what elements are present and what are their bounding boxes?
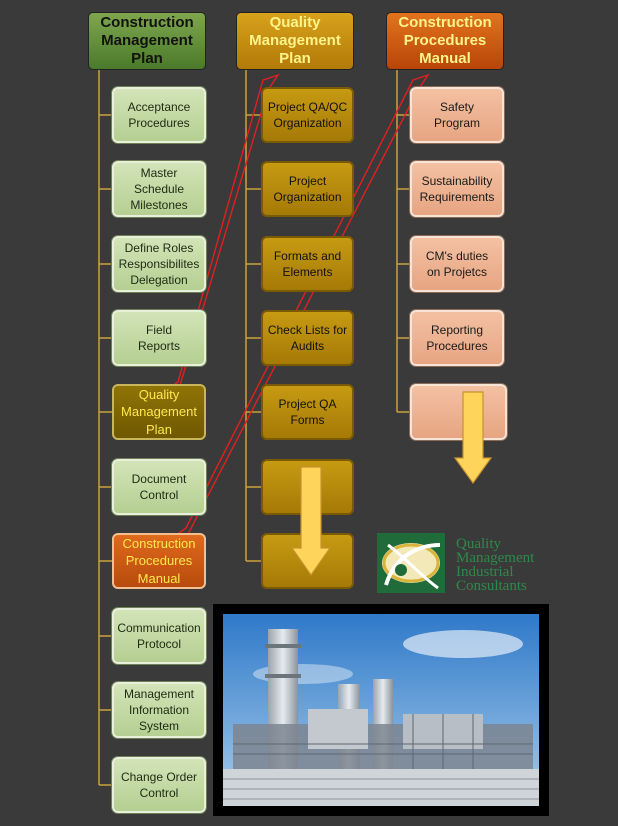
item-define-roles: Define Roles Responsibilites Delegation [112, 236, 206, 292]
item-master-schedule-milestones: Master Schedule Milestones [112, 161, 206, 217]
header-quality-management-plan: Quality Management Plan [236, 12, 354, 70]
item-field-reports: Field Reports [112, 310, 206, 366]
industrial-plant-photo [213, 604, 549, 816]
header-construction-procedures-manual: Construction Procedures Manual [386, 12, 504, 70]
item-empty-3 [410, 384, 507, 440]
item-quality-management-plan: Quality Management Plan [112, 384, 206, 440]
item-change-order-control: Change Order Control [112, 757, 206, 813]
item-management-information-system: Management Information System [112, 682, 206, 738]
item-construction-procedures-manual: Construction Procedures Manual [112, 533, 206, 589]
item-safety-program: Safety Program [410, 87, 504, 143]
item-project-organization: Project Organization [261, 161, 354, 217]
item-sustainability-requirements: Sustainability Requirements [410, 161, 504, 217]
item-project-qaqc-organization: Project QA/QC Organization [261, 87, 354, 143]
plant-illustration [223, 614, 539, 806]
item-formats-and-elements: Formats and Elements [261, 236, 354, 292]
item-reporting-procedures: Reporting Procedures [410, 310, 504, 366]
header-construction-management-plan: Construction Management Plan [88, 12, 206, 70]
item-check-lists-for-audits: Check Lists for Audits [261, 310, 354, 366]
item-communication-protocol: Communication Protocol [112, 608, 206, 664]
down-arrow-icon [453, 391, 493, 485]
logo-text: Quality Management Industrial Consultant… [456, 536, 535, 594]
item-acceptance-procedures: Acceptance Procedures [112, 87, 206, 143]
down-arrow-icon [290, 466, 332, 577]
item-document-control: Document Control [112, 459, 206, 515]
item-cms-duties: CM's duties on Projetcs [410, 236, 504, 292]
item-project-qa-forms: Project QA Forms [261, 384, 354, 440]
